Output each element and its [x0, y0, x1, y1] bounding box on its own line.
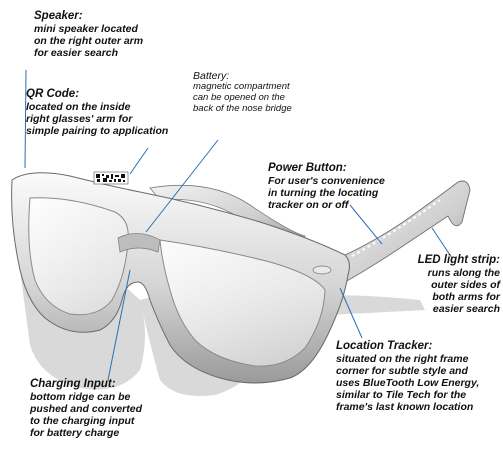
qr-line: simple pairing to application: [26, 125, 169, 138]
charging-callout: Charging Input: bottom ridge can be push…: [30, 378, 142, 439]
qr-line: located on the inside: [26, 101, 131, 114]
leader-lines: [24, 69, 453, 381]
charging-line: pushed and converted: [30, 403, 143, 416]
charging-leader: [107, 269, 131, 381]
led-title: LED light strip:: [417, 254, 500, 266]
power-line: in turning the locating: [268, 187, 379, 200]
qr-line: right glasses' arm for: [26, 113, 133, 126]
location-line: frame's last known location: [336, 401, 474, 414]
power-title: Power Button:: [268, 162, 347, 174]
location-line: corner for subtle style and: [336, 365, 468, 378]
left-lens: [28, 197, 129, 316]
qr-title: QR Code:: [26, 88, 80, 100]
location-leader: [339, 287, 363, 339]
battery-line: back of the nose bridge: [193, 102, 292, 114]
battery-callout: Battery: magnetic compartment can be ope…: [193, 70, 292, 115]
location-line: situated on the right frame: [336, 353, 469, 366]
right-lens: [159, 239, 326, 367]
speaker-line: mini speaker located: [34, 23, 138, 36]
right-temple-arm: [329, 180, 471, 283]
led-light-strip: [351, 199, 441, 257]
charging-title: Charging Input:: [30, 378, 116, 390]
led-line: runs along the: [427, 267, 500, 280]
led-callout: LED light strip: runs along the outer si…: [400, 254, 500, 315]
location-line: uses BlueTooth Low Energy,: [336, 377, 480, 390]
speaker-title: Speaker:: [34, 10, 83, 22]
charging-line: to the charging input: [30, 415, 135, 428]
led-line: outer sides of: [431, 279, 500, 292]
qr-leader: [129, 147, 149, 175]
battery-line: magnetic compartment: [193, 81, 290, 93]
speaker-line: for easier search: [34, 47, 119, 60]
charging-line: bottom ridge can be: [30, 391, 131, 404]
battery-leader: [145, 139, 219, 233]
led-leader: [431, 227, 453, 259]
charging-line: for battery charge: [30, 427, 120, 440]
location-title: Location Tracker:: [336, 340, 433, 352]
battery-line: can be opened on the: [193, 91, 285, 103]
qr-code-icon: [93, 171, 129, 185]
qr-callout: QR Code: located on the inside right gla…: [26, 88, 168, 137]
location-line: similar to Tile Tech for the: [336, 389, 467, 402]
location-callout: Location Tracker: situated on the right …: [336, 340, 479, 414]
power-line: tracker on or off: [268, 199, 349, 212]
speaker-leader: [24, 69, 27, 169]
battery-title: Battery:: [193, 70, 230, 82]
power-callout: Power Button: For user's convenience in …: [268, 162, 385, 211]
power-leader: [349, 204, 383, 245]
power-line: For user's convenience: [268, 175, 385, 188]
speaker-line: on the right outer arm: [34, 35, 144, 48]
led-line: both arms for: [432, 291, 500, 304]
nose-bridge: [117, 233, 161, 253]
location-tracker-hinge: [312, 265, 332, 275]
led-line: easier search: [432, 303, 500, 316]
speaker-callout: Speaker: mini speaker located on the rig…: [34, 10, 143, 59]
